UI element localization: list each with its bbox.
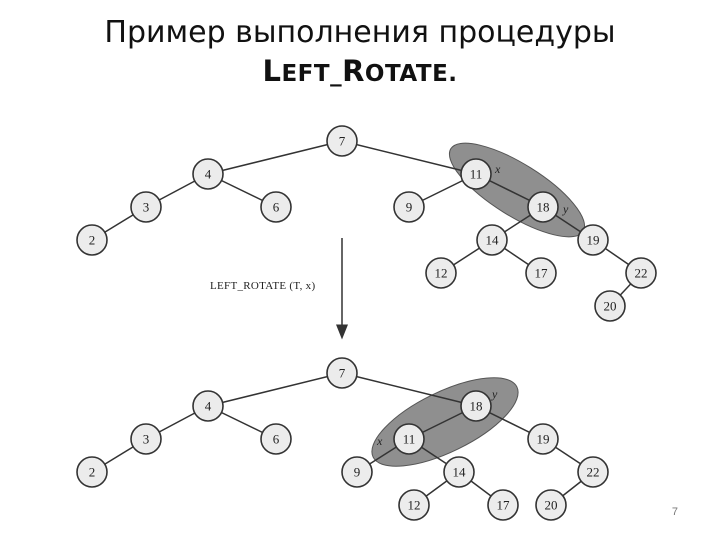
svg-text:18: 18 bbox=[470, 399, 483, 414]
tree-node: 22 bbox=[625, 257, 657, 289]
tree-node: 19 bbox=[527, 423, 559, 455]
tree-node: 3 bbox=[130, 423, 162, 455]
tree-node: 11 bbox=[393, 423, 425, 455]
tree-node: 7 bbox=[326, 125, 358, 157]
title-line-2: LEFT_ROTATE. bbox=[0, 52, 720, 93]
tree-node: 18 bbox=[527, 191, 559, 223]
x-tag-after: x bbox=[376, 434, 383, 448]
tree-node: 4 bbox=[192, 158, 224, 190]
tree-node: 4 bbox=[192, 390, 224, 422]
tree-node: 14 bbox=[476, 224, 508, 256]
tree-node: 12 bbox=[425, 257, 457, 289]
x-tag-before: x bbox=[494, 162, 501, 176]
tree-node: 12 bbox=[398, 489, 430, 521]
tree-node: 22 bbox=[577, 456, 609, 488]
tree-node: 2 bbox=[76, 224, 108, 256]
svg-text:14: 14 bbox=[453, 465, 467, 480]
tree-node: 18 bbox=[460, 390, 492, 422]
svg-text:3: 3 bbox=[143, 432, 150, 447]
svg-text:6: 6 bbox=[273, 432, 280, 447]
operation-label: LEFT_ROTATE (T, x) bbox=[210, 280, 315, 292]
tree-node: 9 bbox=[393, 191, 425, 223]
svg-text:18: 18 bbox=[537, 200, 550, 215]
svg-text:4: 4 bbox=[205, 399, 212, 414]
page-number: 7 bbox=[671, 506, 678, 518]
svg-text:3: 3 bbox=[143, 200, 150, 215]
svg-text:19: 19 bbox=[587, 233, 600, 248]
svg-text:9: 9 bbox=[406, 200, 413, 215]
slide-title: Пример выполнения процедуры LEFT_ROTATE. bbox=[0, 14, 720, 93]
svg-text:9: 9 bbox=[354, 465, 361, 480]
title-line-1: Пример выполнения процедуры bbox=[104, 15, 616, 50]
svg-text:14: 14 bbox=[486, 233, 500, 248]
title-part-eft: EFT bbox=[281, 61, 331, 87]
svg-text:12: 12 bbox=[408, 498, 421, 513]
tree-node: 6 bbox=[260, 191, 292, 223]
svg-text:11: 11 bbox=[403, 432, 416, 447]
svg-text:11: 11 bbox=[470, 167, 483, 182]
svg-text:6: 6 bbox=[273, 200, 280, 215]
svg-text:20: 20 bbox=[604, 299, 617, 314]
tree-node: 19 bbox=[577, 224, 609, 256]
tree-node: 20 bbox=[594, 290, 626, 322]
svg-text:7: 7 bbox=[339, 134, 346, 149]
svg-text:2: 2 bbox=[89, 465, 96, 480]
title-part-otate: OTATE bbox=[364, 61, 449, 87]
svg-text:2: 2 bbox=[89, 233, 96, 248]
tree-node: 17 bbox=[525, 257, 557, 289]
svg-text:22: 22 bbox=[635, 266, 648, 281]
tree-node: 2 bbox=[76, 456, 108, 488]
svg-text:22: 22 bbox=[587, 465, 600, 480]
tree-node: 11 bbox=[460, 158, 492, 190]
svg-text:7: 7 bbox=[339, 366, 346, 381]
tree-node: 7 bbox=[326, 357, 358, 389]
tree-node: 3 bbox=[130, 191, 162, 223]
tree-node: 9 bbox=[341, 456, 373, 488]
svg-text:20: 20 bbox=[545, 498, 558, 513]
svg-text:17: 17 bbox=[497, 498, 511, 513]
y-tag-before: y bbox=[562, 202, 569, 216]
title-dot: . bbox=[448, 61, 458, 87]
svg-text:19: 19 bbox=[537, 432, 550, 447]
title-letter-r: R bbox=[342, 54, 365, 88]
highlight-before bbox=[448, 142, 586, 238]
title-underscore: _ bbox=[330, 61, 343, 87]
tree-node: 6 bbox=[260, 423, 292, 455]
svg-text:12: 12 bbox=[435, 266, 448, 281]
tree-node: 20 bbox=[535, 489, 567, 521]
title-letter-l: L bbox=[262, 54, 282, 88]
tree-before: 7 4 11 3 6 9 18 2 14 19 12 17 22 20 bbox=[76, 125, 657, 322]
y-tag-after: y bbox=[491, 387, 498, 401]
tree-node: 14 bbox=[443, 456, 475, 488]
svg-text:4: 4 bbox=[205, 167, 212, 182]
tree-node: 17 bbox=[487, 489, 519, 521]
svg-text:17: 17 bbox=[535, 266, 549, 281]
tree-after: 7 4 18 3 6 11 19 2 9 14 22 12 17 20 bbox=[76, 357, 609, 521]
